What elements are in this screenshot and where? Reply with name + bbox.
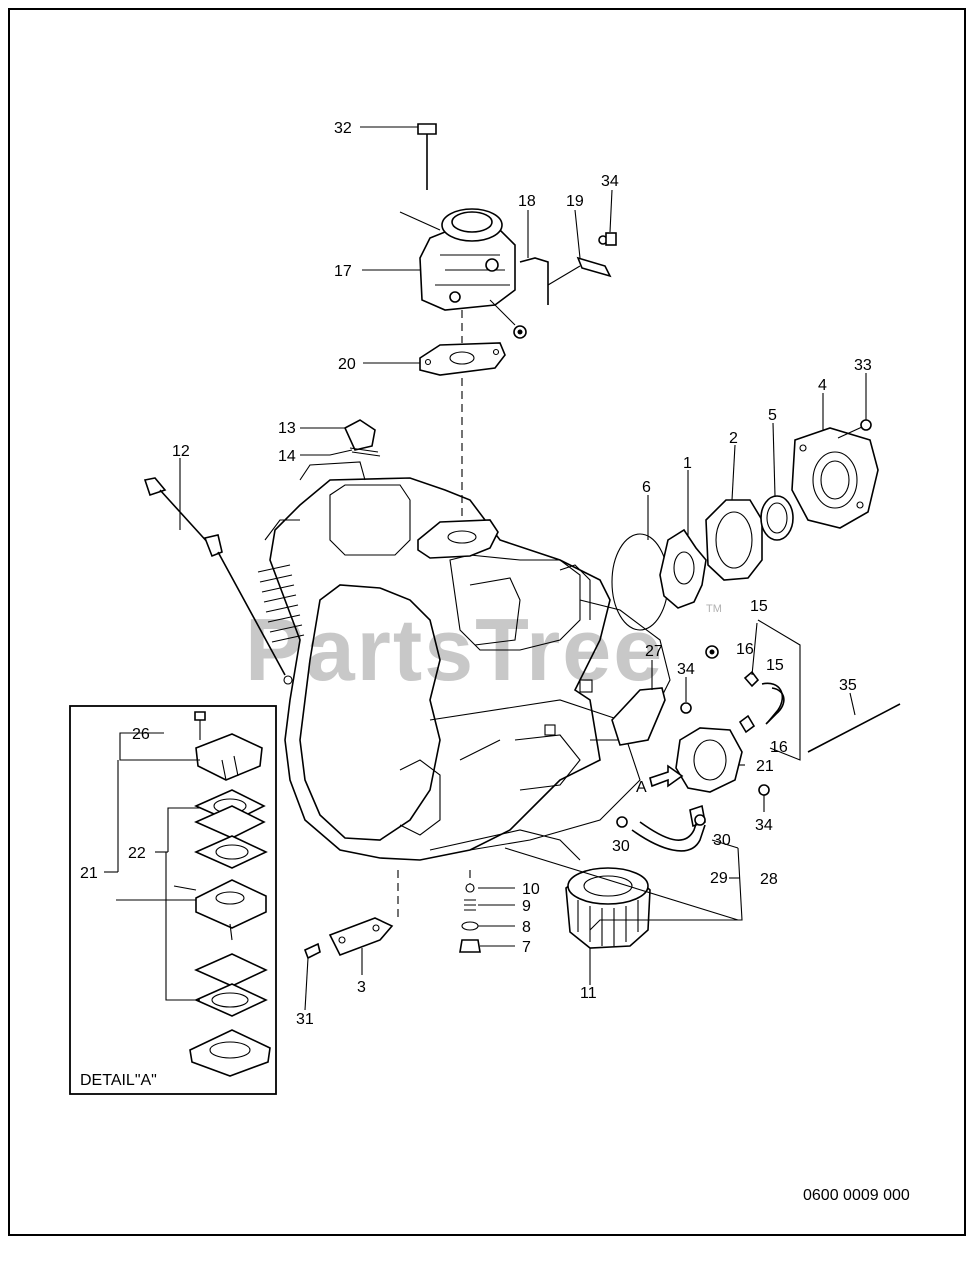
carburetor-gasket	[419, 342, 506, 376]
cover-plate	[303, 870, 399, 960]
callout-34c: 34	[755, 817, 773, 834]
callout-4: 4	[818, 377, 827, 394]
callout-34a: 34	[601, 173, 619, 190]
callout-33: 33	[854, 357, 872, 374]
arrow-a	[649, 764, 684, 788]
callout-19: 19	[566, 193, 584, 210]
callout-11: 11	[580, 985, 597, 1002]
callout-28: 28	[760, 871, 778, 888]
cooling-fins	[257, 564, 305, 643]
callout-16b: 16	[770, 739, 788, 756]
breather	[343, 419, 381, 457]
arrow-a-label: A	[636, 779, 647, 796]
throttle-link	[547, 232, 617, 286]
callout-27: 27	[645, 643, 663, 660]
fuel-hoses	[616, 645, 785, 852]
callout-30a: 30	[612, 838, 630, 855]
callout-10: 10	[522, 881, 540, 898]
drawing-frame	[8, 8, 966, 1236]
callout-16a: 16	[736, 641, 754, 658]
callout-12: 12	[172, 443, 190, 460]
detail-a	[69, 705, 277, 1095]
callout-30b: 30	[713, 832, 731, 849]
callout-8: 8	[522, 919, 531, 936]
callout-34b: 34	[677, 661, 695, 678]
watermark: PartsTree	[245, 600, 664, 699]
callout-22: 22	[128, 845, 146, 862]
callout-32: 32	[334, 120, 352, 137]
engine-block	[264, 461, 671, 861]
drain-plug-stack	[459, 870, 481, 953]
leader-lines	[179, 126, 867, 1011]
callout-14: 14	[278, 448, 296, 465]
callout-21: 21	[756, 758, 774, 775]
callout-7: 7	[522, 939, 531, 956]
oil-filter	[565, 867, 651, 949]
callout-15b: 15	[766, 657, 784, 674]
callout-18: 18	[518, 193, 536, 210]
callout-2: 2	[729, 430, 738, 447]
callout-21-detail: 21	[80, 865, 98, 882]
callout-26: 26	[132, 726, 150, 743]
callout-9: 9	[522, 898, 531, 915]
dipstick	[143, 477, 293, 685]
rod	[807, 703, 901, 753]
callout-15a: 15	[750, 598, 768, 615]
callout-13: 13	[278, 420, 296, 437]
callout-3: 3	[357, 979, 366, 996]
callout-29: 29	[710, 870, 728, 887]
callout-5: 5	[768, 407, 777, 424]
drawing-number: 0600 0009 000	[803, 1187, 910, 1204]
callout-1: 1	[683, 455, 692, 472]
callout-6: 6	[642, 479, 651, 496]
callout-17: 17	[334, 263, 352, 280]
fuel-pump	[611, 687, 770, 828]
trademark: TM	[706, 603, 722, 615]
detail-a-label: DETAIL"A"	[80, 1072, 157, 1089]
callout-35: 35	[839, 677, 857, 694]
oil-seal-cover	[611, 419, 879, 631]
callout-labels: 1 2 3 4 5 6 7 8 9 10 11 12 13 14 15 15 1…	[80, 120, 872, 1089]
callout-20: 20	[338, 356, 356, 373]
callout-31: 31	[296, 1011, 314, 1028]
carburetor	[399, 123, 549, 339]
